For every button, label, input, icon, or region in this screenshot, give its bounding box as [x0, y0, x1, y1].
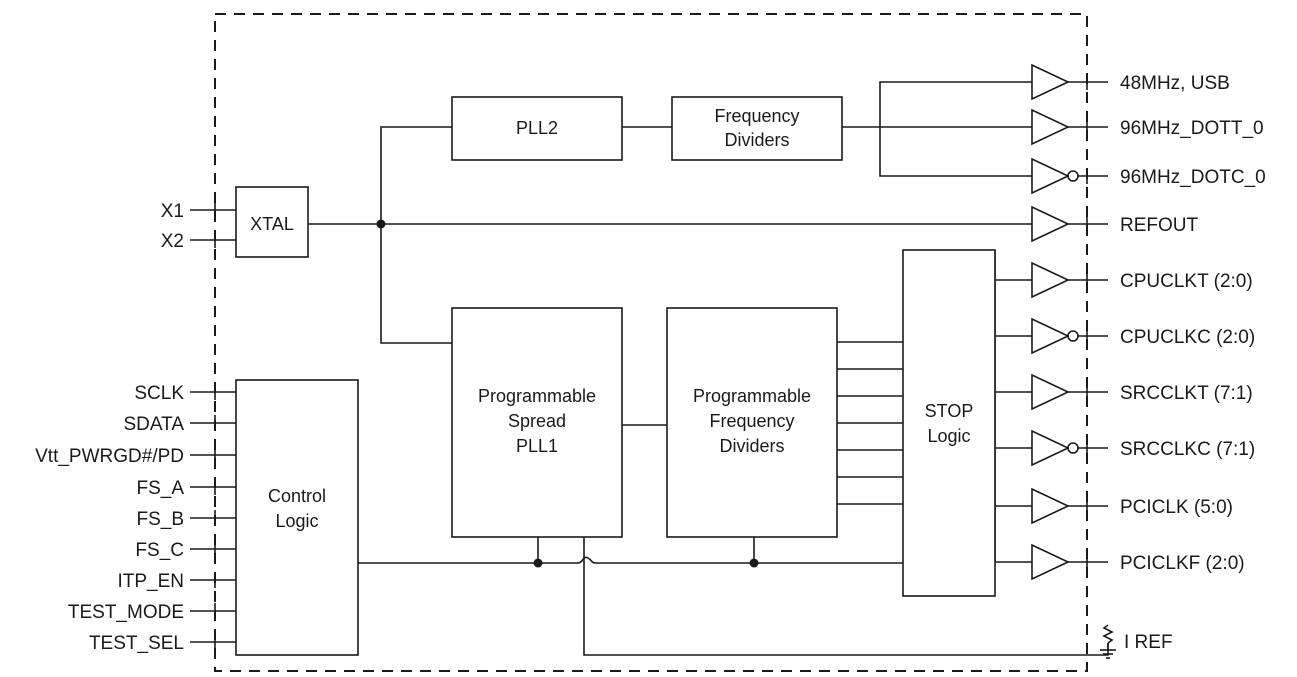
pin-label-x2: X2 — [161, 231, 184, 252]
svg-text:Programmable: Programmable — [693, 386, 811, 406]
svg-text:Logic: Logic — [927, 426, 970, 446]
pin-label-cpuclkt: CPUCLKT (2:0) — [1120, 271, 1253, 292]
pin-label-fs-b: FS_B — [136, 509, 184, 530]
buffer-symbol — [1031, 487, 1070, 525]
pin-label-itp-en: ITP_EN — [117, 571, 184, 592]
pin-label-pciclk: PCICLK (5:0) — [1120, 497, 1233, 518]
iref-resistor-ground — [1100, 624, 1116, 659]
pin-label-srcclkt: SRCCLKT (7:1) — [1120, 383, 1253, 404]
inverter-symbol — [1031, 317, 1070, 355]
junction-dot — [749, 558, 759, 568]
buffer-symbol — [1031, 63, 1070, 101]
pll2-block: PLL2 — [451, 96, 623, 161]
svg-text:XTAL: XTAL — [250, 214, 294, 234]
programmable-spread-pll1-block: Programmable Spread PLL1 — [451, 307, 623, 538]
pin-label-48mhz-usb: 48MHz, USB — [1120, 73, 1230, 94]
stop-logic-block: STOP Logic — [902, 249, 996, 597]
pin-label-fs-c: FS_C — [135, 540, 184, 561]
pin-ticks — [214, 74, 1088, 650]
pin-label-96mhz-dott: 96MHz_DOTT_0 — [1120, 118, 1264, 139]
buffer-symbol — [1031, 543, 1070, 581]
programmable-frequency-dividers-block: Programmable Frequency Dividers — [666, 307, 838, 538]
svg-text:PLL1: PLL1 — [516, 436, 558, 456]
svg-text:PLL2: PLL2 — [516, 118, 558, 138]
pin-label-iref: I REF — [1124, 632, 1173, 653]
buffer-symbol — [1031, 261, 1070, 299]
pin-label-test-sel: TEST_SEL — [89, 633, 184, 654]
pin-label-pciclkf: PCICLKF (2:0) — [1120, 553, 1245, 574]
inverter-symbol — [1031, 429, 1070, 467]
pin-label-vtt-pwrgd: Vtt_PWRGD#/PD — [35, 446, 184, 467]
svg-text:Control: Control — [268, 486, 326, 506]
svg-text:Frequency: Frequency — [709, 411, 794, 431]
svg-text:Programmable: Programmable — [478, 386, 596, 406]
pin-label-test-mode: TEST_MODE — [68, 602, 184, 623]
input-labels: X1 X2 SCLK SDATA Vtt_PWRGD#/PD FS_A FS_B… — [35, 201, 184, 654]
output-labels: 48MHz, USB 96MHz_DOTT_0 96MHz_DOTC_0 REF… — [1120, 73, 1266, 653]
buffer-symbol — [1031, 205, 1070, 243]
svg-text:Frequency: Frequency — [714, 106, 799, 126]
svg-text:Spread: Spread — [508, 411, 566, 431]
svg-text:STOP: STOP — [925, 401, 974, 421]
svg-text:Logic: Logic — [275, 511, 318, 531]
buffer-symbol — [1031, 373, 1070, 411]
inverter-symbol — [1031, 157, 1070, 195]
pin-label-x1: X1 — [161, 201, 184, 222]
pin-label-cpuclkc: CPUCLKC (2:0) — [1120, 327, 1255, 348]
pin-label-96mhz-dotc: 96MHz_DOTC_0 — [1120, 167, 1266, 188]
pin-label-fs-a: FS_A — [136, 478, 184, 499]
buffer-symbol — [1031, 108, 1070, 146]
inverter-bubble — [1067, 330, 1079, 342]
pin-label-sdata: SDATA — [123, 414, 184, 435]
frequency-dividers-block: Frequency Dividers — [671, 96, 843, 161]
svg-text:Dividers: Dividers — [724, 130, 789, 150]
pin-label-refout: REFOUT — [1120, 215, 1199, 236]
pin-label-sclk: SCLK — [134, 383, 184, 404]
control-logic-block: Control Logic — [235, 379, 359, 656]
pin-label-srcclkc: SRCCLKC (7:1) — [1120, 439, 1255, 460]
xtal-block: XTAL — [235, 186, 309, 258]
junction-dot — [376, 219, 386, 229]
output-buffers — [1031, 63, 1079, 581]
junction-dot — [533, 558, 543, 568]
inverter-bubble — [1067, 442, 1079, 454]
svg-text:Dividers: Dividers — [719, 436, 784, 456]
inverter-bubble — [1067, 170, 1079, 182]
